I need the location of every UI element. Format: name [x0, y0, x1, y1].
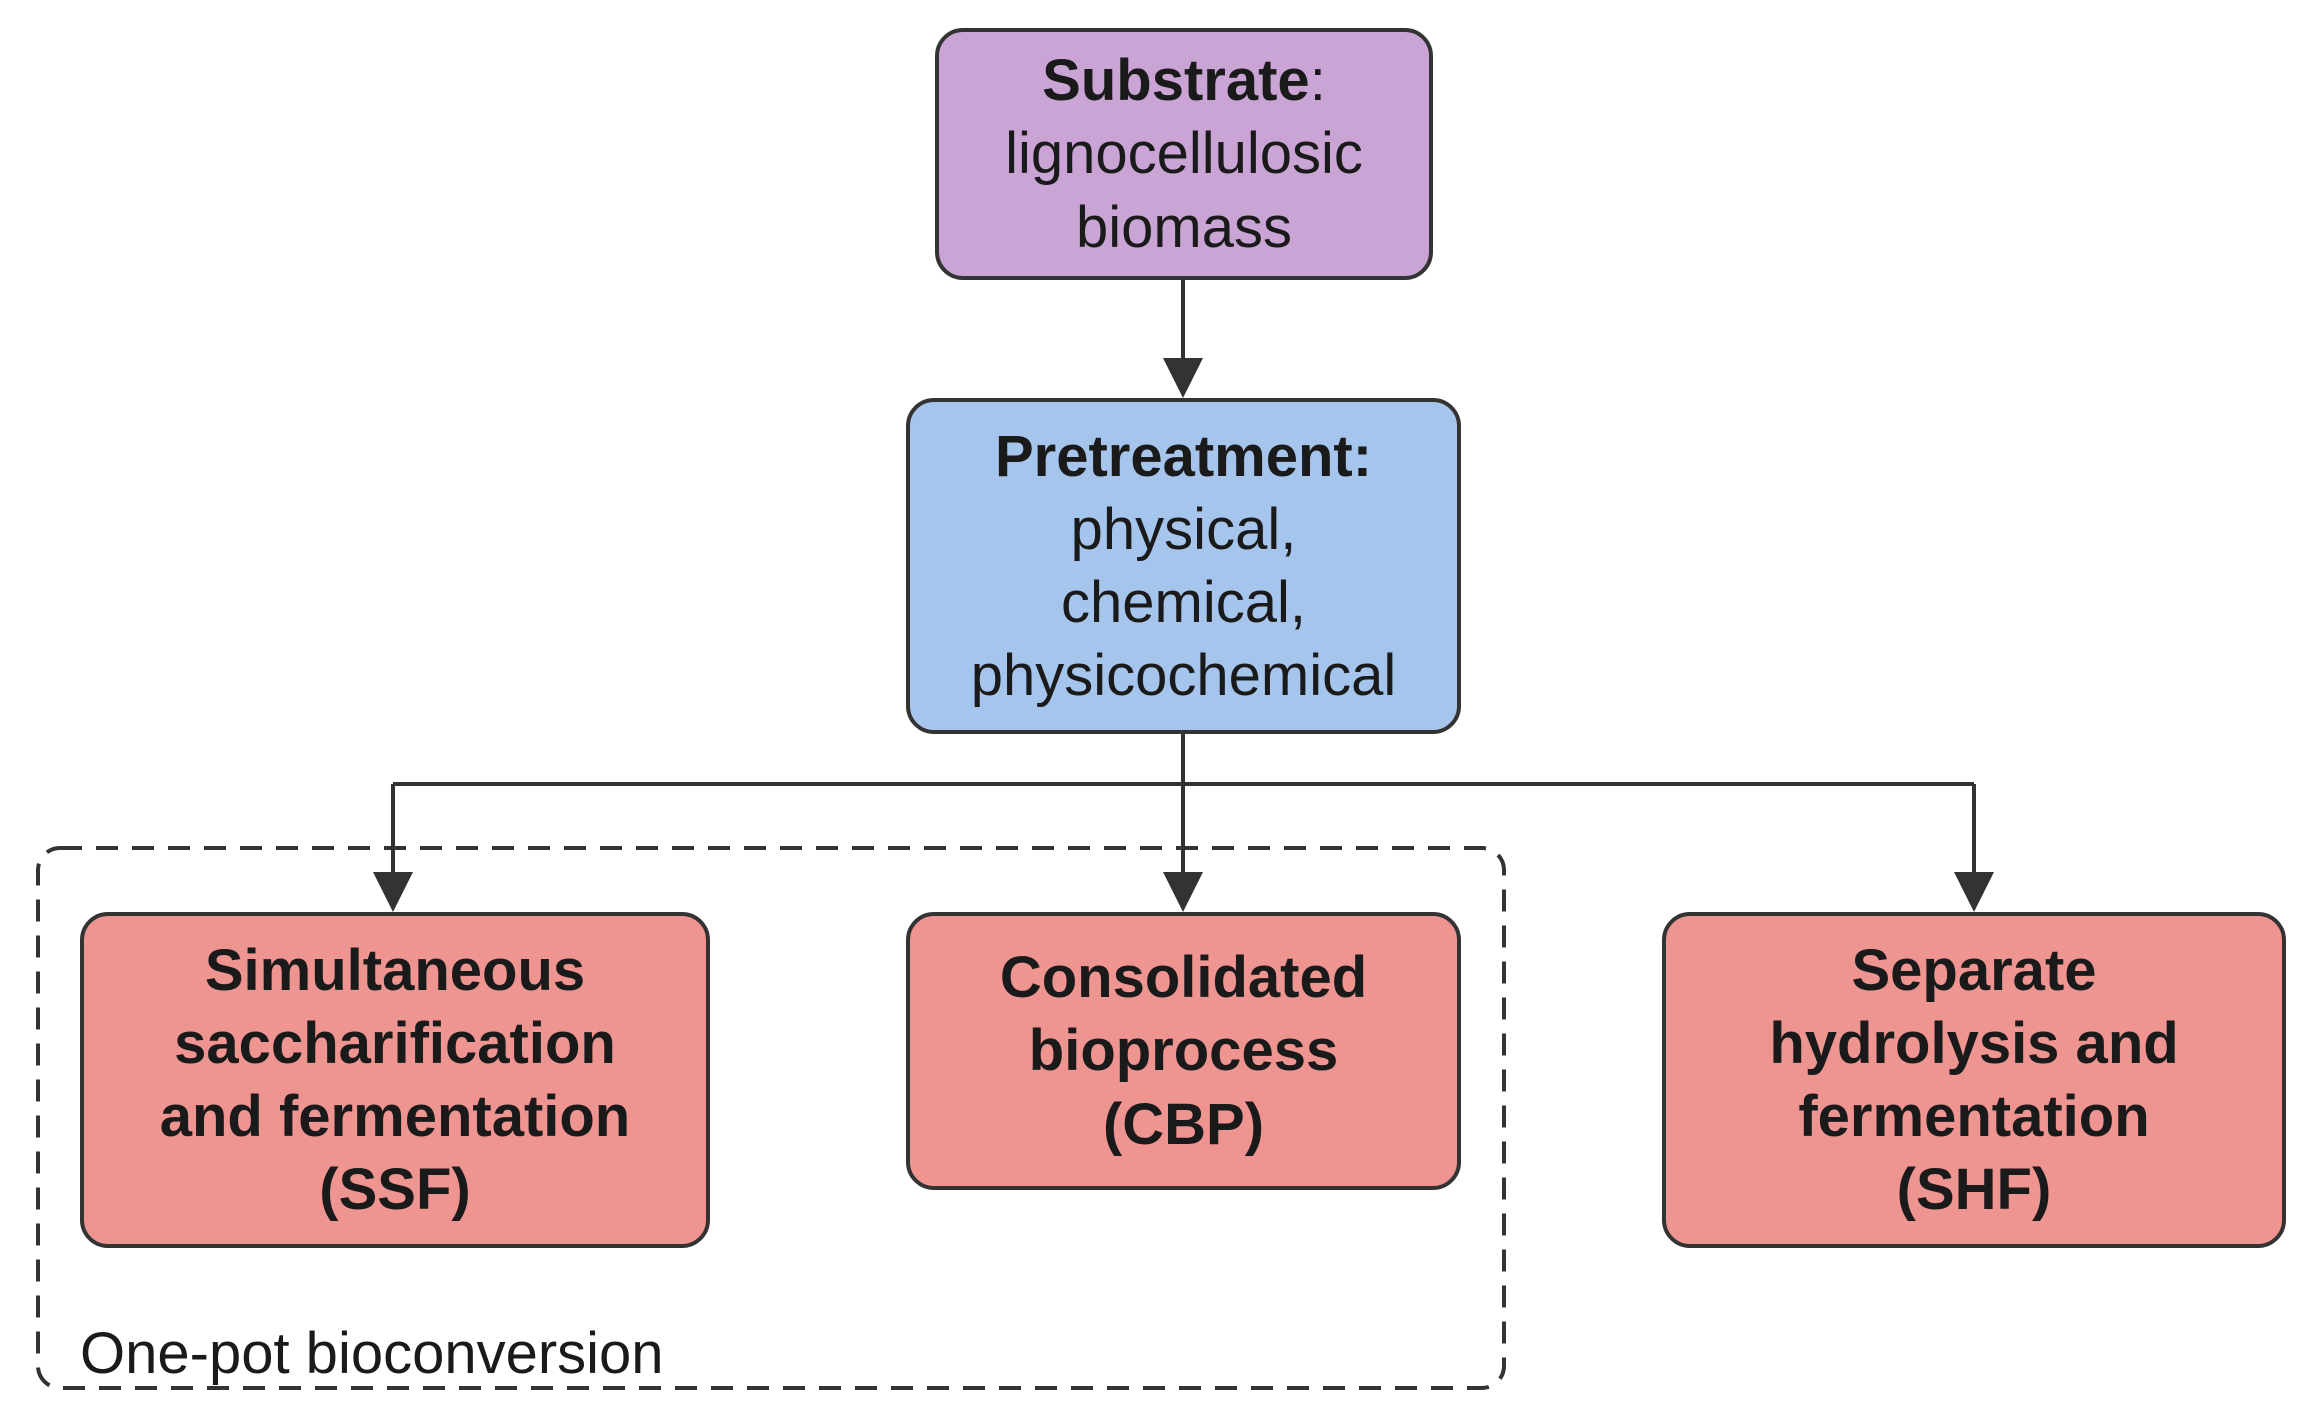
ssf-node: Simultaneous saccharification and fermen… [80, 912, 710, 1248]
cbp-line-1: Consolidated [999, 945, 1368, 1011]
substrate-title-line: Substrate: [1042, 44, 1326, 117]
shf-line-2: hydrolysis and [1769, 1010, 2179, 1076]
substrate-title: Substrate [1042, 48, 1310, 114]
ssf-line-4: (SSF) [319, 1157, 471, 1223]
pretreatment-line-3: physicochemical [970, 643, 1397, 709]
substrate-line-1: lignocellulosic [1005, 121, 1363, 187]
shf-node: Separate hydrolysis and fermentation (SH… [1662, 912, 2286, 1248]
substrate-node: Substrate: lignocellulosic biomass [935, 28, 1433, 280]
shf-line-1: Separate [1851, 937, 2097, 1003]
ssf-line-1: Simultaneous [204, 937, 586, 1003]
pretreatment-node: Pretreatment: physical, chemical, physic… [906, 398, 1461, 734]
cbp-node: Consolidated bioprocess (CBP) [906, 912, 1461, 1190]
one-pot-group-label: One-pot bioconversion [80, 1321, 664, 1386]
substrate-line-2: biomass [1076, 194, 1292, 260]
substrate-title-colon: : [1309, 48, 1326, 114]
pretreatment-line-2: chemical, [1061, 570, 1306, 635]
shf-line-3: fermentation [1798, 1084, 2150, 1149]
shf-line-4: (SHF) [1896, 1157, 2052, 1223]
cbp-line-2: bioprocess [1028, 1018, 1339, 1084]
one-pot-group-boundary [36, 846, 1506, 1390]
ssf-line-3: and fermentation [159, 1084, 631, 1149]
ssf-line-2: saccharification [174, 1010, 616, 1076]
pretreatment-title: Pretreatment: [994, 423, 1373, 489]
cbp-line-3: (CBP) [1102, 1091, 1265, 1157]
pretreatment-line-1: physical, [1070, 496, 1297, 562]
